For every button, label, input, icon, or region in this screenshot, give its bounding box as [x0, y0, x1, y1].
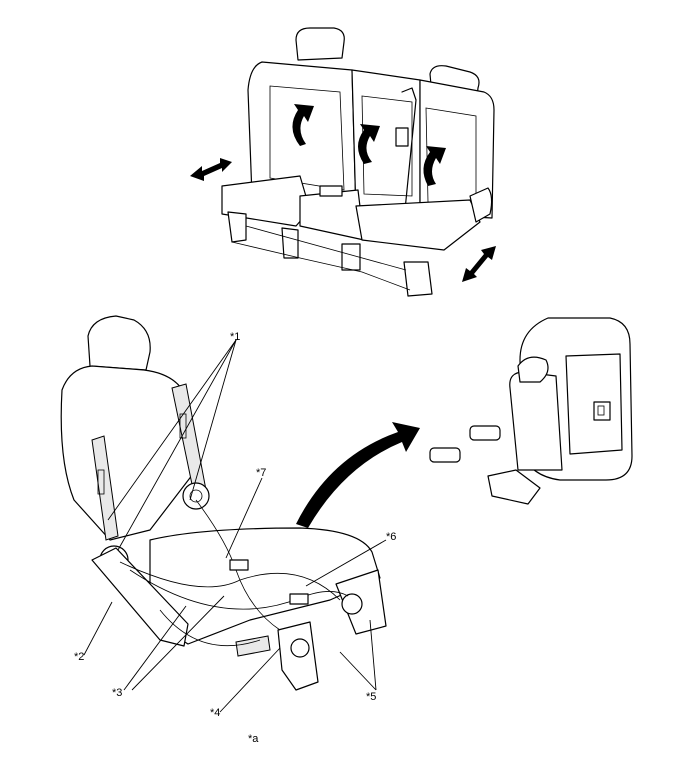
rotate-arrow-center-icon	[358, 124, 380, 164]
slide-arrow-right-icon	[462, 246, 496, 282]
rotate-arrow-right-icon	[423, 146, 446, 186]
folded-seat	[429, 317, 633, 505]
callout-labels: *1 *2 *3 *4 *5 *6 *7 *a	[74, 331, 396, 745]
seat-leg-plate	[235, 635, 271, 657]
lock-mechanism-rear	[341, 593, 363, 615]
recline-lever	[469, 187, 493, 223]
rear-bench-seat	[190, 27, 496, 297]
callout-5: *5	[366, 691, 376, 703]
leg-front-center-left	[281, 227, 299, 259]
recliner-mechanism-right	[182, 482, 210, 510]
folded-seat-cushion	[509, 371, 563, 471]
cushion-center	[299, 189, 365, 241]
leg-front-center-right	[341, 243, 361, 271]
leg-front-right	[403, 261, 433, 297]
transition-arrow-icon	[296, 422, 420, 528]
slide-arrow-left-icon	[190, 158, 232, 181]
frame-cushion	[149, 527, 381, 645]
seatback-right	[419, 79, 495, 219]
fold-handle	[593, 401, 611, 421]
center-buckle	[319, 185, 343, 197]
rotate-arrow-left-icon	[292, 104, 314, 146]
seat-belt	[401, 87, 417, 221]
callout-6: *6	[386, 531, 396, 543]
callout-3: *3	[112, 687, 122, 699]
callout-2: *2	[74, 651, 84, 663]
callout-4: *4	[210, 707, 220, 719]
lock-mechanism-front	[290, 638, 310, 658]
seat-frame-assembly	[60, 315, 387, 691]
leg-front-left	[227, 211, 247, 243]
folded-headrest	[517, 356, 549, 383]
folded-seat-foot	[487, 469, 541, 505]
release-cable-4	[159, 609, 261, 647]
callout-a: *a	[248, 733, 259, 745]
release-cable-2	[129, 569, 349, 610]
callout-1: *1	[230, 331, 240, 343]
leader-lines	[83, 339, 387, 713]
cable-connector	[229, 559, 249, 571]
belt-buckle	[395, 127, 409, 147]
striker-plate-2	[429, 447, 461, 463]
cushion-right	[355, 199, 481, 251]
striker-plate-1	[469, 425, 501, 441]
callout-7: *7	[256, 467, 266, 479]
headrest-left	[295, 27, 345, 61]
recliner-rail-left	[91, 435, 119, 541]
cable-joint	[289, 593, 309, 605]
frame-headrest	[87, 315, 151, 371]
